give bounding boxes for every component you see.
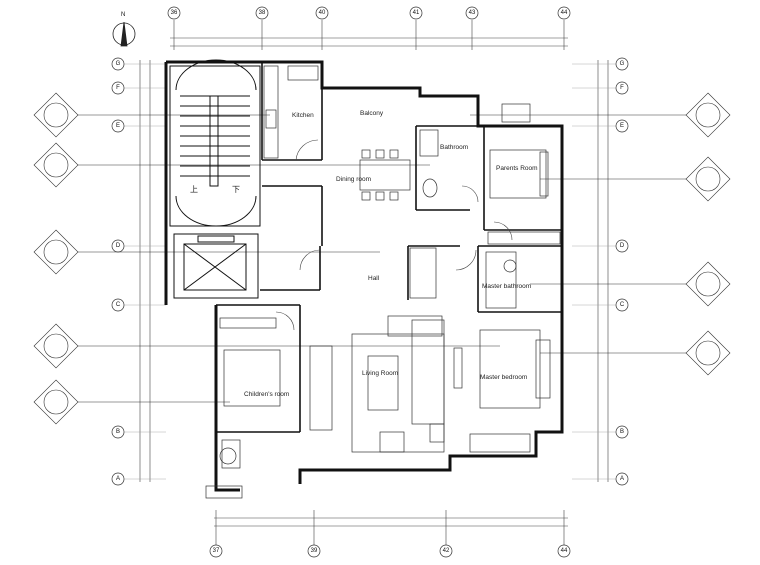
room-label-hall: Hall bbox=[368, 275, 380, 282]
bottom-dimension-lines bbox=[214, 510, 568, 545]
axis-label-left-4: D bbox=[115, 243, 121, 249]
furniture bbox=[205, 65, 561, 499]
north-label: N bbox=[121, 12, 126, 18]
top-axis-bubbles bbox=[167, 6, 571, 20]
room-label-balcony: Balcony bbox=[360, 110, 384, 117]
stair-up-label: 上 bbox=[190, 185, 198, 194]
room-label-master-bathroom: Master bathroom bbox=[482, 283, 532, 290]
axis-label-right-1: G bbox=[619, 61, 625, 67]
right-axis-bubbles bbox=[615, 57, 629, 486]
axis-label-bottom-4: 44 bbox=[560, 548, 568, 554]
axis-label-left-1: G bbox=[115, 61, 121, 67]
top-dimension-lines bbox=[170, 20, 568, 50]
left-axis-bubbles bbox=[111, 57, 125, 486]
axis-label-left-2: F bbox=[116, 85, 120, 91]
axis-label-bottom-2: 39 bbox=[310, 548, 318, 554]
door-swings bbox=[275, 139, 513, 331]
interior-walls bbox=[216, 62, 562, 433]
elevation-symbols-right bbox=[685, 92, 731, 376]
axis-label-top-4: 41 bbox=[412, 10, 420, 16]
axis-label-left-6: B bbox=[115, 429, 120, 435]
axis-label-top-5: 43 bbox=[468, 10, 476, 16]
axis-label-right-6: B bbox=[619, 429, 624, 435]
axis-label-bottom-1: 37 bbox=[212, 548, 220, 554]
bottom-axis-bubbles bbox=[209, 544, 571, 558]
axis-label-bottom-3: 42 bbox=[442, 548, 450, 554]
room-label-master-bedroom: Master bedroom bbox=[480, 374, 528, 381]
elevation-symbols-left bbox=[33, 92, 79, 425]
room-label-kitchen: Kitchen bbox=[292, 112, 314, 119]
leader-lines bbox=[78, 114, 686, 403]
axis-label-right-2: F bbox=[620, 85, 624, 91]
axis-label-right-5: C bbox=[619, 302, 625, 308]
axis-label-top-6: 44 bbox=[560, 10, 568, 16]
room-label-bathroom: Bathroom bbox=[440, 144, 469, 151]
side-dimension-lines bbox=[139, 60, 609, 482]
exterior-walls bbox=[164, 60, 564, 492]
room-label-living-room: Living Room bbox=[362, 370, 399, 377]
axis-label-right-4: D bbox=[619, 243, 625, 249]
axis-lines bbox=[124, 63, 616, 480]
axis-label-left-3: E bbox=[115, 123, 120, 129]
room-label-parents-room: Parents Room bbox=[496, 165, 538, 172]
axis-label-top-1: 36 bbox=[170, 10, 178, 16]
room-label-dining-room: Dining room bbox=[336, 176, 372, 183]
room-label-childrens-room: Children's room bbox=[244, 391, 290, 398]
axis-label-right-3: E bbox=[619, 123, 624, 129]
axis-label-top-3: 40 bbox=[318, 10, 326, 16]
stair-core bbox=[169, 59, 261, 299]
axis-label-right-7: A bbox=[619, 476, 624, 482]
north-arrow-icon bbox=[112, 21, 136, 47]
axis-label-left-5: C bbox=[115, 302, 121, 308]
stair-down-label: 下 bbox=[232, 185, 240, 194]
axis-label-left-7: A bbox=[115, 476, 120, 482]
axis-label-top-2: 38 bbox=[258, 10, 266, 16]
